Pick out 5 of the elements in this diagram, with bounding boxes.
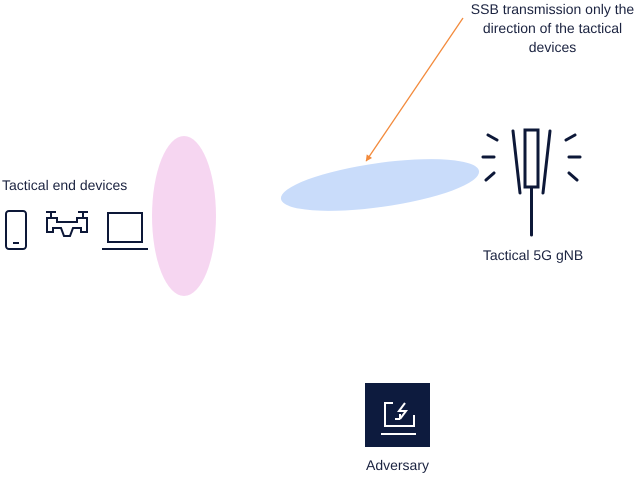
device-group-label: Tactical end devices (2, 176, 128, 195)
leader-arrow (366, 18, 464, 162)
adversary-label: Adversary (364, 456, 430, 475)
base-station-label: Tactical 5G gNB (482, 246, 584, 265)
annotation-text: SSB transmission only the direction of the tactical devices (470, 0, 636, 57)
